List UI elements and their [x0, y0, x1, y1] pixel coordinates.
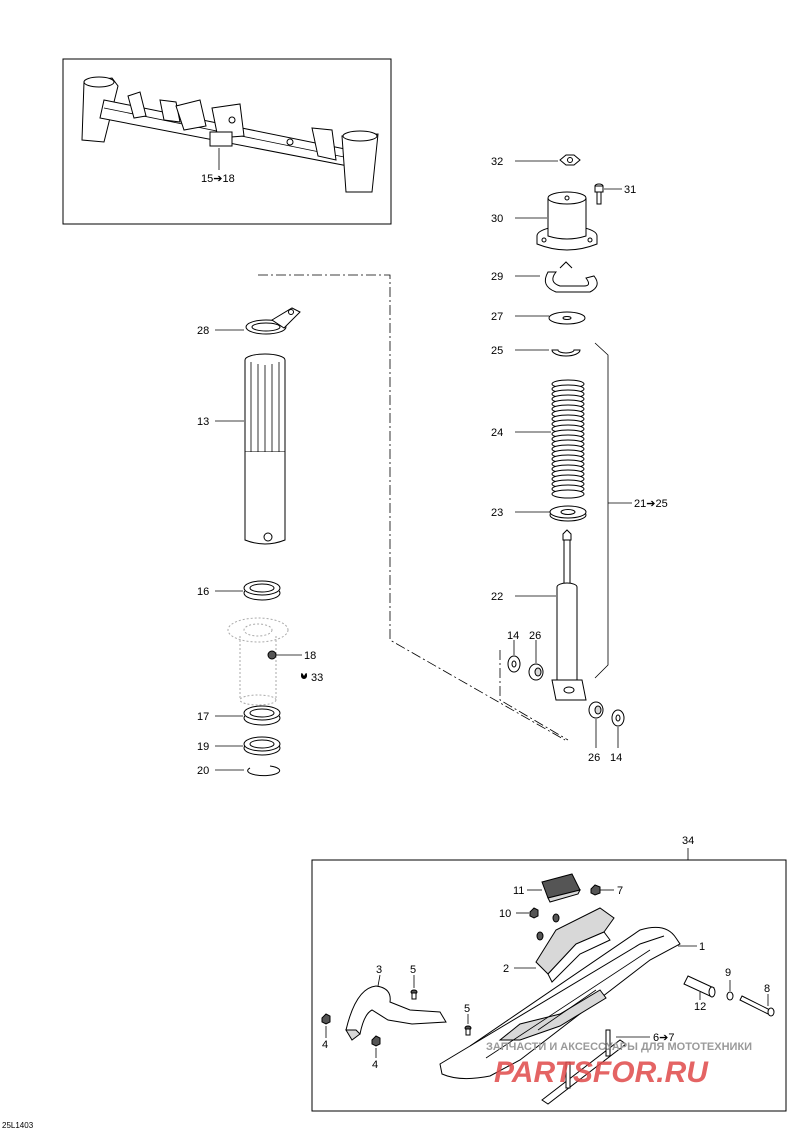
callout-14-left: 14 — [507, 630, 519, 642]
part-12-bushing — [683, 975, 716, 998]
part-30-top-mount — [536, 191, 598, 251]
watermark-tagline: ЗАПЧАСТИ И АКСЕССУАРЫ ДЛЯ МОТОТЕХНИКИ — [486, 1041, 752, 1053]
part-10-nut — [529, 907, 539, 919]
part-19-ring — [243, 736, 281, 756]
part-13-spindle — [244, 353, 286, 545]
callout-5-b: 5 — [464, 1003, 470, 1015]
part-20-circlip — [247, 765, 281, 777]
part-4-nut-a — [321, 1013, 331, 1025]
callout-2: 2 — [503, 963, 509, 975]
callout-17: 17 — [197, 711, 209, 723]
part-26-spacer-right — [588, 701, 604, 719]
callout-26-right: 26 — [588, 752, 600, 764]
part-18-grease-fitting — [267, 650, 277, 660]
spring-coil — [551, 489, 585, 499]
part-24-spring — [551, 379, 585, 499]
callout-10: 10 — [499, 908, 511, 920]
watermark-logo: PARTSFOR.RU — [494, 1056, 709, 1089]
callout-29: 29 — [491, 271, 503, 283]
callout-28: 28 — [197, 325, 209, 337]
part-31-screw — [594, 183, 604, 205]
callout-22: 22 — [491, 591, 503, 603]
ski-assembly-frame — [311, 859, 787, 1112]
callout-33: 33 — [311, 672, 323, 684]
part-3-ski-handle — [345, 985, 447, 1041]
callout-25: 25 — [491, 345, 503, 357]
part-22-shock — [551, 529, 587, 701]
callout-14-right: 14 — [610, 752, 622, 764]
axle-assembly-frame — [62, 58, 392, 225]
part-1-ski — [439, 926, 681, 1080]
part-14-washer-left — [507, 655, 521, 673]
callout-32: 32 — [491, 156, 503, 168]
part-16-bushing — [243, 580, 281, 601]
callout-11: 11 — [513, 885, 524, 897]
callout-16: 16 — [197, 586, 209, 598]
callout-30: 30 — [491, 213, 503, 225]
grease-drop-icon — [301, 673, 307, 679]
figure-code: 25L1403 — [2, 1121, 34, 1130]
callout-31: 31 — [624, 184, 636, 196]
part-29-clip — [544, 271, 598, 293]
part-14-washer-right — [611, 709, 625, 727]
part-25-retainer — [551, 349, 581, 357]
part-26-spacer-left — [528, 663, 544, 681]
ghost-spindle-housing — [227, 617, 289, 706]
callout-8: 8 — [764, 983, 770, 995]
part-7-nut — [590, 884, 601, 896]
group-bracket — [594, 342, 609, 679]
part-27-washer — [548, 311, 586, 325]
callout-1: 1 — [699, 941, 705, 953]
callout-6-7: 6➔7 — [653, 1032, 674, 1044]
callout-4-b: 4 — [372, 1059, 378, 1071]
callout-5-a: 5 — [410, 964, 416, 976]
callout-20: 20 — [197, 765, 209, 777]
callout-19: 19 — [197, 741, 209, 753]
callout-7: 7 — [617, 885, 623, 897]
callout-26-left: 26 — [529, 630, 541, 642]
callout-9: 9 — [725, 967, 731, 979]
assembly-line — [258, 274, 566, 741]
part-6-runner — [541, 1029, 627, 1105]
part-4-nut-b — [371, 1035, 381, 1047]
part-17-bushing — [243, 705, 281, 726]
callout-34: 34 — [682, 835, 694, 847]
part-11-pad — [541, 873, 581, 903]
part-28-collar — [245, 307, 301, 335]
callout-4-a: 4 — [322, 1039, 328, 1051]
callout-12: 12 — [694, 1001, 706, 1013]
callout-3: 3 — [376, 964, 382, 976]
callout-18: 18 — [304, 650, 316, 662]
part-2-ski-bracket — [535, 907, 615, 983]
callout-23: 23 — [491, 507, 503, 519]
part-32-nut — [559, 154, 581, 166]
callout-15-18: 15➔18 — [201, 173, 235, 185]
part-23-spring-seat — [549, 505, 587, 522]
part-8-bolt — [739, 995, 775, 1017]
callout-21-25: 21➔25 — [634, 498, 668, 510]
callout-27: 27 — [491, 311, 503, 323]
part-5-bolt-a — [410, 989, 418, 1000]
callout-13: 13 — [197, 416, 209, 428]
callout-24: 24 — [491, 427, 503, 439]
axle-beam-drawing — [81, 76, 379, 193]
part-9-washer — [726, 991, 734, 1001]
part-5-bolt-b — [464, 1025, 472, 1036]
